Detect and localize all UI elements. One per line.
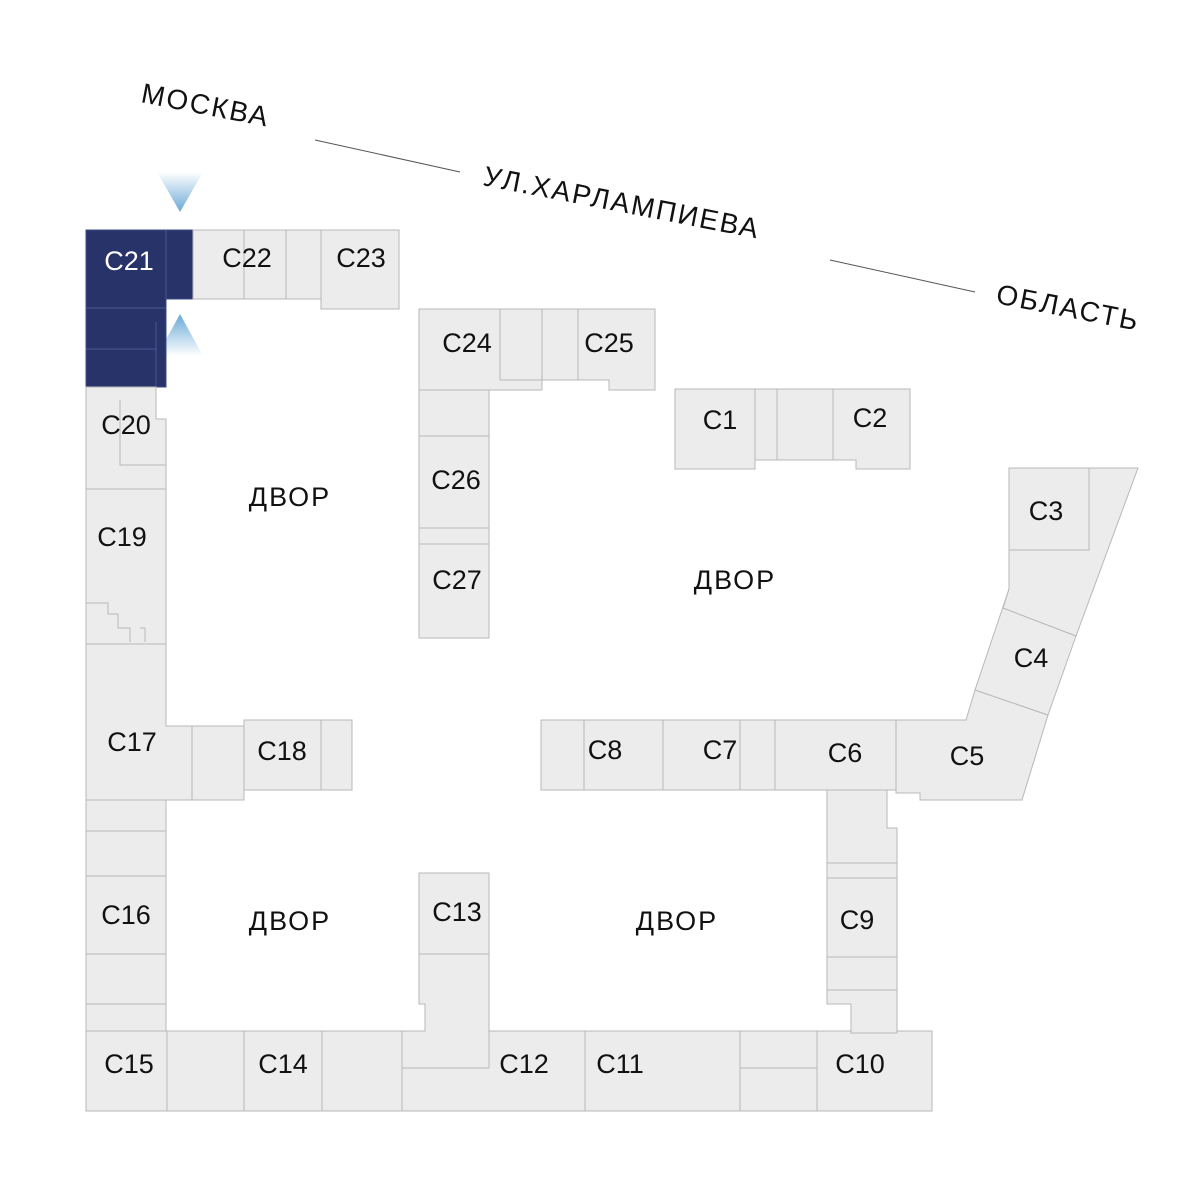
unit-label-c26: С26	[431, 465, 481, 495]
street-label-street-name: УЛ.ХАРЛАМПИЕВА	[481, 160, 763, 244]
unit-label-c14: С14	[258, 1049, 308, 1079]
unit-label-c10: С10	[835, 1049, 885, 1079]
unit-c19[interactable]: С19	[85, 488, 167, 645]
unit-c18[interactable]: С18	[243, 719, 353, 791]
entrance-arrow-up-icon	[157, 314, 203, 356]
entrance-arrow-down-icon	[157, 172, 203, 212]
courtyard-label-ne: ДВОР	[694, 565, 776, 595]
unit-c25[interactable]: С25	[541, 308, 656, 391]
unit-c9[interactable]: С9	[826, 789, 898, 1034]
unit-label-c7: С7	[703, 735, 738, 765]
unit-c8[interactable]: С8	[540, 719, 664, 791]
street-label-region: ОБЛАСТЬ	[994, 278, 1143, 336]
unit-label-c9: С9	[840, 905, 875, 935]
unit-label-c16: С16	[101, 900, 151, 930]
unit-label-c22: С22	[222, 243, 272, 273]
street-line-2	[829, 259, 976, 293]
unit-c27[interactable]: С27	[418, 543, 490, 639]
unit-label-c18: С18	[257, 736, 307, 766]
courtyard-label-se: ДВОР	[636, 906, 718, 936]
unit-label-c17: С17	[107, 727, 157, 757]
unit-c26[interactable]: С26	[418, 389, 490, 545]
courtyard-label-sw: ДВОР	[249, 906, 331, 936]
unit-c2[interactable]: С2	[776, 388, 911, 470]
unit-label-c24: С24	[442, 328, 492, 358]
unit-c11[interactable]: С11	[584, 1030, 818, 1112]
unit-c6[interactable]: С6	[774, 719, 897, 791]
unit-label-c5: С5	[950, 741, 985, 771]
courtyard-label-nw: ДВОР	[249, 482, 331, 512]
unit-label-c3: С3	[1029, 496, 1064, 526]
unit-label-c1: С1	[703, 405, 738, 435]
unit-c15[interactable]: С15	[85, 1030, 245, 1112]
unit-label-c21: С21	[104, 246, 154, 276]
unit-label-c8: С8	[588, 735, 623, 765]
unit-c16[interactable]: С16	[85, 799, 167, 1032]
unit-label-c6: С6	[828, 738, 863, 768]
unit-c23[interactable]: С23	[320, 229, 400, 310]
unit-label-c15: С15	[104, 1049, 154, 1079]
unit-label-c19: С19	[97, 522, 147, 552]
unit-c1[interactable]: С1	[674, 388, 778, 470]
unit-c3[interactable]: С3	[1002, 467, 1139, 637]
unit-c7[interactable]: С7	[662, 719, 776, 791]
unit-label-c20: С20	[101, 410, 151, 440]
unit-label-c2: С2	[853, 403, 888, 433]
street-label-moscow: МОСКВА	[139, 77, 273, 132]
unit-c13[interactable]: С13	[401, 872, 490, 1069]
unit-label-c13: С13	[432, 897, 482, 927]
unit-c5[interactable]: С5	[895, 689, 1049, 801]
unit-c17[interactable]: С17	[85, 643, 245, 801]
unit-label-c11: С11	[596, 1049, 644, 1079]
unit-c10[interactable]: С10	[816, 1030, 933, 1112]
unit-c22[interactable]: С22	[192, 229, 322, 300]
unit-label-c4: С4	[1014, 643, 1049, 673]
unit-c14[interactable]: С14	[243, 1030, 403, 1112]
unit-label-c12: С12	[499, 1049, 549, 1079]
unit-label-c25: С25	[584, 328, 634, 358]
unit-label-c27: С27	[432, 565, 482, 595]
unit-c24[interactable]: С24	[418, 308, 543, 391]
street-line-1	[314, 139, 461, 173]
unit-c21[interactable]: С21	[85, 229, 194, 388]
unit-label-c23: С23	[336, 243, 386, 273]
unit-c20[interactable]: С20	[85, 386, 167, 490]
